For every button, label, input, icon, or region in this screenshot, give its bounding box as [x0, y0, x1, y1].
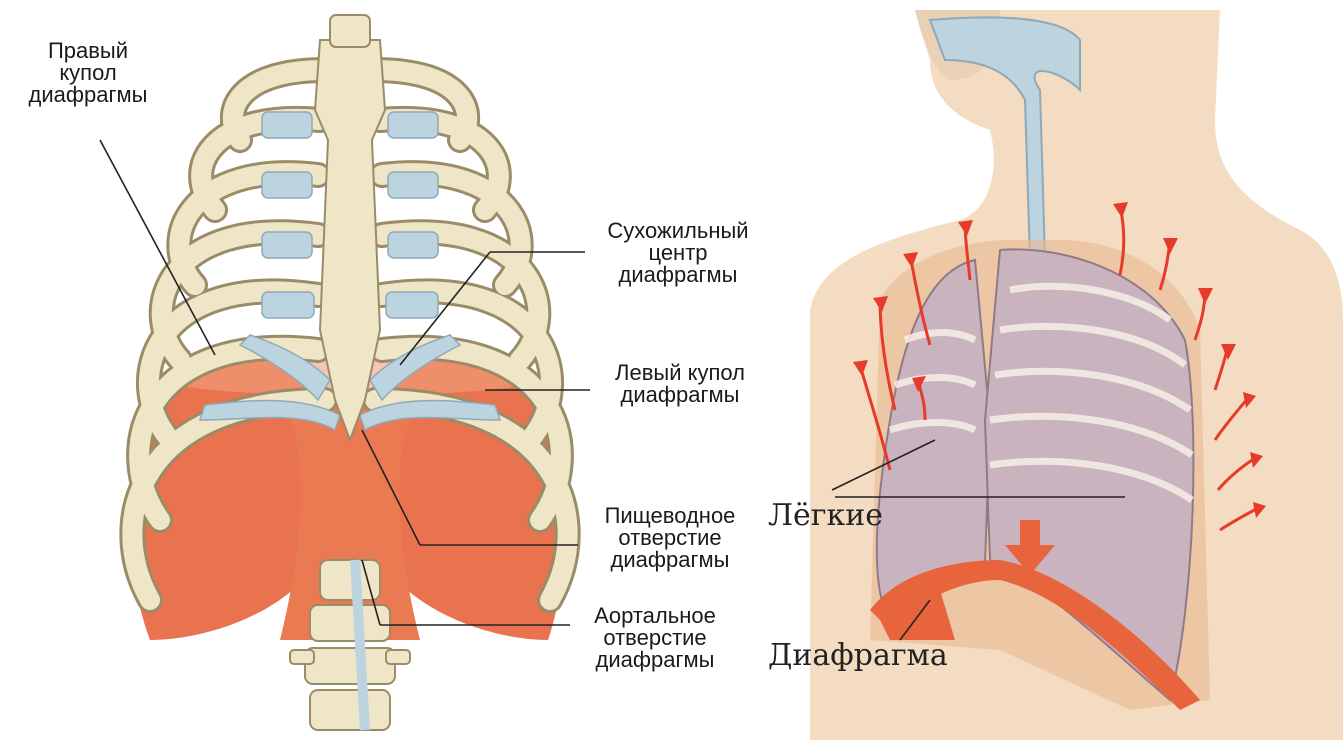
label-line: отверстие — [560, 627, 750, 649]
label-line: Правый — [8, 40, 168, 62]
label-left-diaphragm-dome: Левый купол диафрагмы — [585, 362, 775, 406]
label-line: Сухожильный — [578, 220, 778, 242]
label-right-diaphragm-dome: Правый купол диафрагмы — [8, 40, 168, 106]
label-line: отверстие — [570, 527, 770, 549]
label-line: диафрагмы — [578, 264, 778, 286]
label-aortic-hiatus: Аортальное отверстие диафрагмы — [560, 605, 750, 671]
label-line: Левый купол — [585, 362, 775, 384]
label-diaphragm: Диафрагма — [768, 640, 948, 672]
label-line: диафрагмы — [560, 649, 750, 671]
label-line: Аортальное — [560, 605, 750, 627]
label-line: диафрагмы — [570, 549, 770, 571]
label-lungs: Лёгкие — [768, 500, 883, 532]
label-line: купол — [8, 62, 168, 84]
upper-vertebra — [330, 15, 370, 47]
label-esophageal-hiatus: Пищеводное отверстие диафрагмы — [570, 505, 770, 571]
label-line: диафрагмы — [585, 384, 775, 406]
label-line: Пищеводное — [570, 505, 770, 527]
label-central-tendon: Сухожильный центр диафрагмы — [578, 220, 778, 286]
label-line: центр — [578, 242, 778, 264]
rib-cage-figure — [100, 15, 590, 730]
label-line: диафрагмы — [8, 84, 168, 106]
torso-figure — [810, 10, 1343, 740]
